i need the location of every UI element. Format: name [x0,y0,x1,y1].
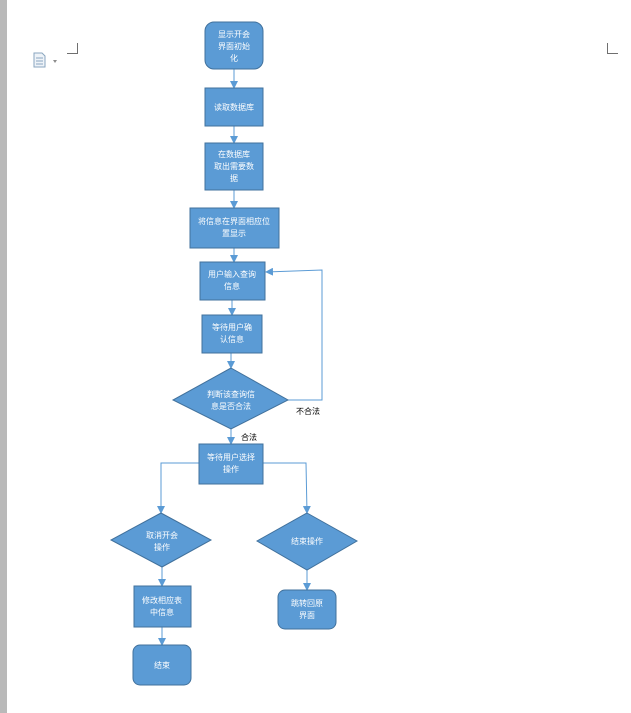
svg-text:等待用户选择: 等待用户选择 [207,452,255,462]
node-modify-table: 修改相应表 中信息 [133,585,192,628]
svg-text:化: 化 [230,53,238,63]
edge-check-invalid-loop [265,267,323,401]
svg-text:认信息: 认信息 [220,334,244,344]
svg-text:结束操作: 结束操作 [291,536,323,546]
crop-mark-icon [67,43,78,54]
svg-text:结束: 结束 [154,660,170,670]
node-finish: 结束 [132,644,192,686]
svg-text:操作: 操作 [154,542,170,552]
svg-text:等待用户确: 等待用户确 [212,322,252,332]
svg-text:取出需要数: 取出需要数 [214,161,254,171]
node-init: 显示开会 界面初始 化 [204,21,264,70]
node-end-op: 结束操作 [255,512,359,571]
node-read-db: 读取数据库 [204,87,264,127]
node-check-valid: 判断该查询信 息是否合法 [171,367,290,430]
svg-text:信息: 信息 [224,281,240,291]
svg-text:判断该查询信: 判断该查询信 [207,389,255,399]
svg-text:修改相应表: 修改相应表 [142,595,182,605]
svg-text:据: 据 [230,173,238,183]
window-left-border [0,0,7,713]
edge-select-end [263,462,311,514]
node-get-data: 在数据库 取出需要数 据 [204,142,264,191]
page-icon[interactable] [32,52,62,68]
svg-text:取消开会: 取消开会 [146,530,178,540]
svg-text:读取数据库: 读取数据库 [214,102,254,112]
svg-text:息是否合法: 息是否合法 [211,401,251,411]
svg-text:界面: 界面 [299,611,315,620]
svg-text:显示开会: 显示开会 [218,29,250,39]
edges [157,69,323,646]
node-input-query: 用户输入查询 信息 [199,261,266,301]
svg-text:操作: 操作 [223,464,239,474]
node-return-main: 跳转回原 界面 [277,589,337,630]
node-cancel-meeting: 取消开会 操作 [109,512,213,568]
svg-text:中信息: 中信息 [150,607,174,617]
svg-text:置显示: 置显示 [222,229,246,238]
edge-label-invalid: 不合法 [296,406,320,416]
svg-text:界面初始: 界面初始 [218,41,250,51]
svg-text:用户输入查询: 用户输入查询 [208,269,256,279]
node-show-info: 将信息在界面相应位 置显示 [189,207,280,249]
edge-select-cancel [157,462,199,514]
dropdown-arrow-icon [53,60,57,63]
svg-text:将信息在界面相应位: 将信息在界面相应位 [198,216,270,226]
svg-text:跳转回原: 跳转回原 [291,598,323,608]
crop-mark-icon [607,43,618,54]
node-wait-confirm: 等待用户确 认信息 [201,314,263,354]
node-wait-select: 等待用户选择 操作 [198,443,264,485]
svg-text:在数据库: 在数据库 [218,149,250,159]
edge-label-valid: 合法 [241,432,257,442]
